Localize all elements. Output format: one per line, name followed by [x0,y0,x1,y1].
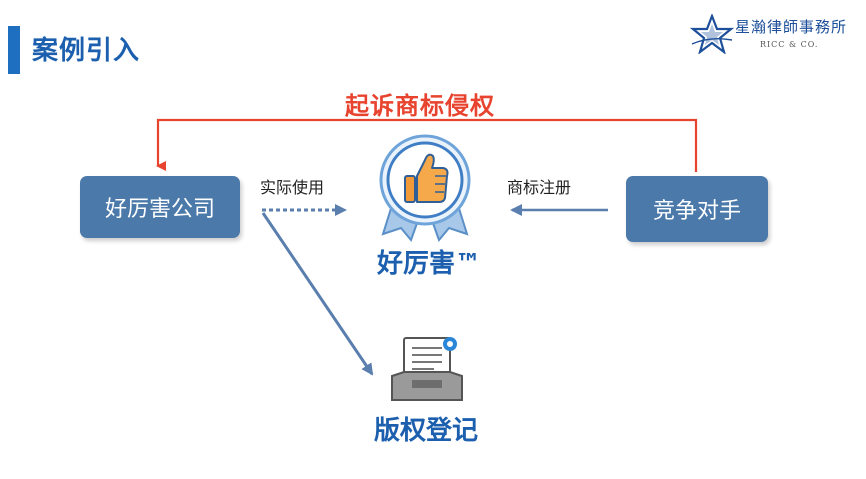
firm-logo: 星瀚律師事務所 RICC & CO. [690,14,860,54]
trademark-registration-label: 商标注册 [507,178,572,197]
copyright-arrow [261,212,374,376]
brand-trademark-label: 好厉害™ [377,249,482,279]
page-title: 案例引入 [32,36,141,66]
star-logo-icon [690,14,734,54]
sue-arrow [156,118,698,172]
actual-use-label: 实际使用 [260,178,325,197]
title-accent-bar [8,26,20,74]
competitor-node-label: 竞争对手 [652,199,741,224]
document-tray-icon [391,337,463,401]
thumbs-up-badge-icon [379,134,471,242]
firm-subtitle: RICC & CO. [760,40,819,49]
company-node: 好厉害公司 [80,176,240,238]
competitor-node: 竞争对手 [626,176,768,242]
company-node-label: 好厉害公司 [104,197,215,222]
copyright-registration-label: 版权登记 [374,416,479,446]
firm-name: 星瀚律師事務所 [735,18,848,36]
sue-infringement-label: 起诉商标侵权 [345,92,495,120]
